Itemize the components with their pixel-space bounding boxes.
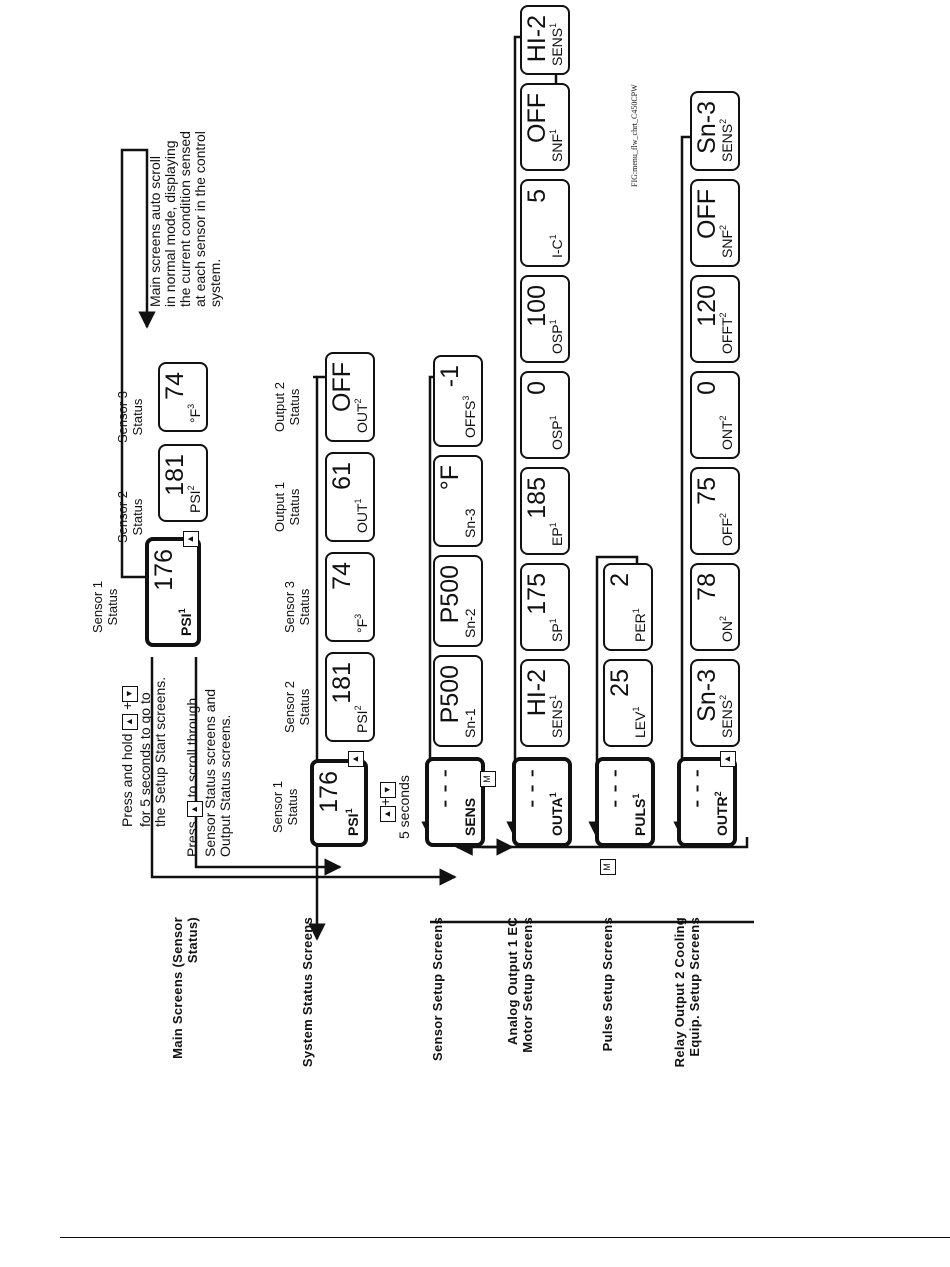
system-screen-sensor1[interactable]: 176 PSI1: [310, 759, 368, 847]
row-label-sensor: Sensor Setup Screens: [430, 917, 445, 1061]
main-screen-sensor3[interactable]: 74 °F3: [158, 362, 208, 432]
relay-screen-snf[interactable]: OFF SNF2: [690, 179, 740, 267]
sensor-screen-sn2[interactable]: P500 Sn-2: [433, 555, 483, 647]
main-screen-sensor1[interactable]: 176 PSI1: [145, 537, 201, 647]
relay-setup-start[interactable]: - - - OUTR2: [677, 757, 737, 847]
down-button-icon: ▼: [380, 781, 396, 798]
setup-note: Press and hold ▲ +▼ for 5 seconds to go …: [119, 676, 168, 827]
up-button-icon: ▲: [380, 806, 396, 822]
setup-entry-line: [150, 657, 457, 886]
sensor-screen-sn1[interactable]: P500 Sn-1: [433, 655, 483, 747]
main-up-button[interactable]: ▲: [183, 531, 199, 547]
main-loop-line: [120, 148, 156, 579]
relay-screen-offt[interactable]: 120 OFFT2: [690, 275, 740, 363]
menu-return-button[interactable]: M: [600, 859, 616, 875]
relay-screen-off[interactable]: 75 OFF2: [690, 467, 740, 555]
row-label-system: System Status Screens: [300, 917, 315, 1068]
system-screen-output2[interactable]: OFF OUT2: [325, 352, 375, 442]
sensor-screen-offs3[interactable]: -1 OFFS3: [433, 355, 483, 447]
analog-screen-ic[interactable]: 5 I-C1: [520, 179, 570, 267]
up-button-icon: ▲: [187, 801, 203, 818]
analog-screen-osp-min[interactable]: 0 OSP1: [520, 371, 570, 459]
analog-screen-osp-max[interactable]: 100 OSP1: [520, 275, 570, 363]
pulse-setup-start[interactable]: - - - PULS1: [595, 757, 655, 847]
five-seconds-label: 5 seconds: [396, 775, 412, 839]
relay-screen-ont[interactable]: 0 ONT2: [690, 371, 740, 459]
system-entry-line: [194, 657, 342, 876]
analog-screen-ep[interactable]: 185 EP1: [520, 467, 570, 555]
pulse-screen-per[interactable]: 2 PER1: [603, 563, 653, 651]
system-screen-sensor3[interactable]: 74 °F3: [325, 552, 375, 642]
figure-tag: FIG:menu_flw_chrt_C450CPW: [630, 84, 639, 187]
analog-setup-start[interactable]: - - - OUTA1: [512, 757, 572, 847]
analog-screen-snf[interactable]: OFF SNF1: [520, 83, 570, 171]
main-screen-sensor2[interactable]: 181 PSI2: [158, 444, 208, 522]
relay-screen-on[interactable]: 78 ON2: [690, 563, 740, 651]
sensor-screen-sn3[interactable]: °F Sn-3: [433, 455, 483, 547]
system-up-button[interactable]: ▲: [348, 751, 364, 767]
up-button-icon: ▲: [122, 713, 138, 730]
auto-scroll-note: Main screens auto scroll in normal mode,…: [147, 131, 223, 307]
relay-screen-sens-end[interactable]: Sn-3 SENS2: [690, 91, 740, 171]
pulse-screen-lev[interactable]: 25 LEV1: [603, 659, 653, 747]
menu-return-line: [455, 837, 749, 856]
row-label-analog: Analog Output 1 EC Motor Setup Screens: [505, 917, 535, 1053]
row-label-main: Main Screens (Sensor Status): [170, 917, 200, 1059]
combo-hint: ▲+▼: [377, 781, 396, 822]
row-label-pulse: Pulse Setup Screens: [600, 917, 615, 1052]
scroll-note: Press ▲ to scroll through Sensor Status …: [184, 688, 233, 857]
relay-screen-sens[interactable]: Sn-3 SENS2: [690, 659, 740, 747]
page-bottom-rule: [60, 1237, 950, 1238]
sensor-menu-button[interactable]: M: [480, 771, 496, 787]
analog-screen-sp[interactable]: 175 SP1: [520, 563, 570, 651]
row-label-relay: Relay Output 2 Cooling Equip. Setup Scre…: [672, 917, 702, 1068]
analog-screen-sens[interactable]: HI-2 SENS1: [520, 659, 570, 747]
analog-screen-sens-end[interactable]: HI-2 SENS1: [520, 5, 570, 75]
relay-up-button[interactable]: ▲: [720, 751, 736, 767]
down-button-icon: ▼: [122, 685, 138, 702]
system-screen-sensor2[interactable]: 181 PSI2: [325, 652, 375, 742]
sensor-setup-start[interactable]: - - - SENS: [425, 757, 485, 847]
system-screen-output1[interactable]: 61 OUT1: [325, 452, 375, 542]
